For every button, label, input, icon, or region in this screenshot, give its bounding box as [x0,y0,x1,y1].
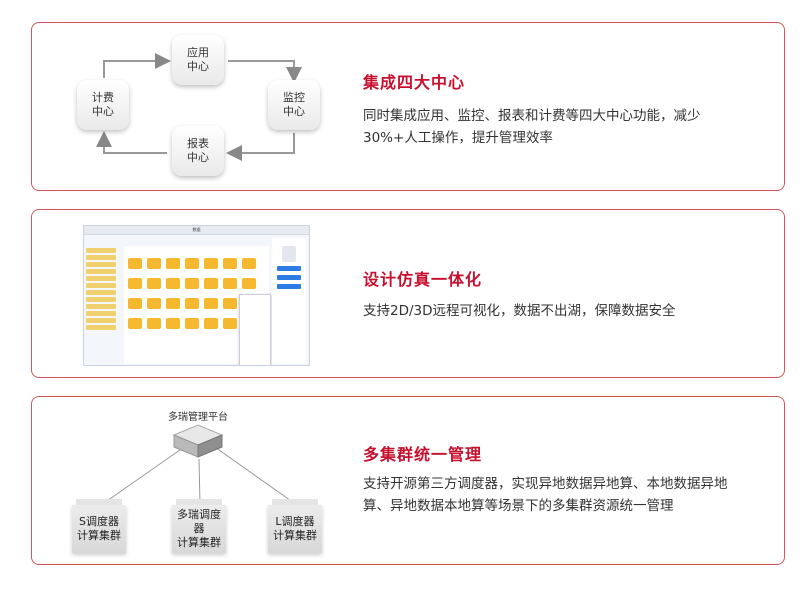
cluster-s: S调度器 计算集群 [72,499,126,553]
section-title: 设计仿真一体化 [363,270,483,289]
screenshot-folder-grid [124,246,271,365]
file-manager-screenshot: 数据 [83,225,310,366]
cluster-connections [103,444,295,506]
screenshot-context-menu [239,294,271,365]
section-card-centers: 应用中心 监控中心 报表中心 计费中心 集成四大中心 同时集成应用、监控、报表和… [31,22,785,191]
node-billing-center: 计费中心 [77,80,129,130]
cycle-arrows [96,53,302,161]
section-desc: 支持开源第三方调度器，实现异地数据异地算、本地数据异地算、异地数据本地算等场景下… [363,476,728,514]
node-report-center: 报表中心 [172,126,224,176]
section-card-simulation: 数据 设计仿真一体化 支持2D/3D远程可视化，数据不出湖，保障数据安全 [31,209,785,378]
document-icon [282,246,296,262]
screenshot-detail-panel [272,238,306,364]
screenshot-sidebar [86,246,120,361]
section-desc: 支持2D/3D远程可视化，数据不出湖，保障数据安全 [363,303,676,319]
server-icon [172,424,224,458]
cluster-duorui: 多瑞调度器 计算集群 [172,499,226,553]
section-card-multicluster: 多瑞管理平台 S调度器 计算集群 多瑞调度器 计算集群 L调度器 计算集群 多集… [31,396,785,565]
node-monitor-center: 监控中心 [268,80,320,130]
section-title: 多集群统一管理 [363,445,483,464]
section-title: 集成四大中心 [363,73,466,92]
node-app-center: 应用中心 [172,35,224,85]
section-desc: 同时集成应用、监控、报表和计费等四大中心功能，减少30%+人工操作，提升管理效率 [363,108,701,146]
cluster-l: L调度器 计算集群 [268,499,322,553]
platform-label: 多瑞管理平台 [168,412,228,423]
screenshot-title-bar: 数据 [84,226,309,235]
